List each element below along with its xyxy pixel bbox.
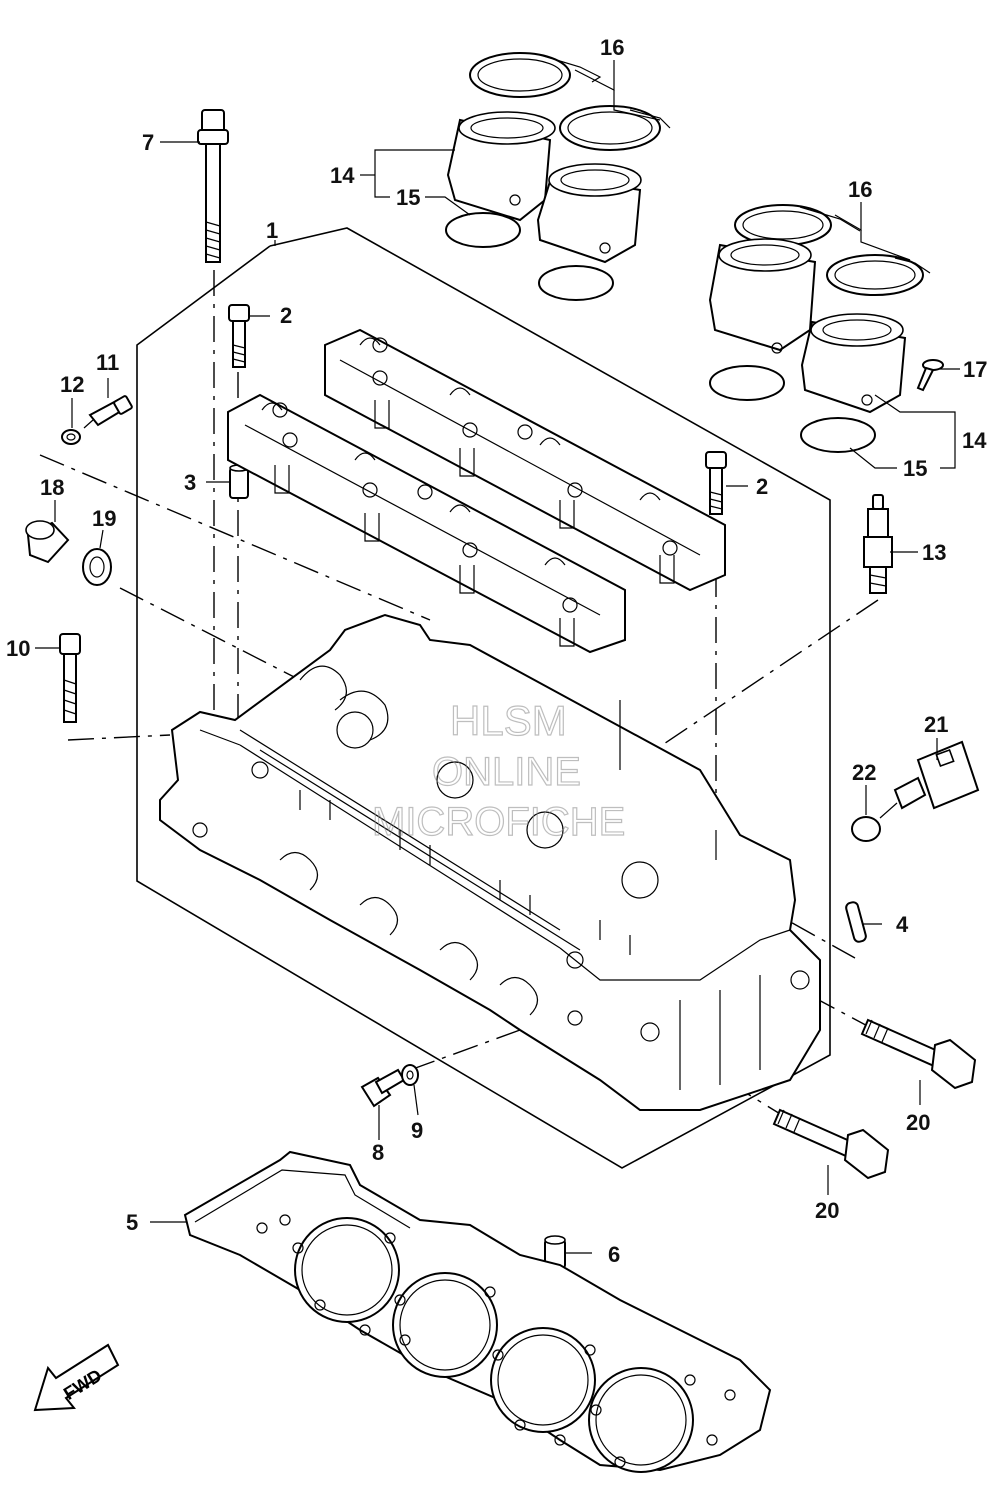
callout-15-upper: 15 [396, 185, 420, 210]
callout-16-lower: 16 [848, 177, 872, 202]
callout-2-upper: 2 [280, 303, 292, 328]
part-16-clamp-upper-right [559, 105, 671, 151]
part-14-intake-pipe-lower-left [708, 238, 817, 354]
part-20-bolt-lower [772, 1108, 890, 1180]
camshaft-holder-front [227, 393, 626, 654]
callout-14-lower: 14 [962, 428, 987, 453]
callout-18: 18 [40, 475, 64, 500]
part-13-spark-plug [863, 494, 893, 594]
leader-lines [35, 60, 960, 1254]
part-2-bolt-right [705, 451, 727, 515]
callout-labels: 1 2 2 3 4 5 6 7 8 9 10 11 12 13 14 14 15… [6, 35, 987, 1267]
part-8-bolt [360, 1068, 406, 1108]
part-22-oring [851, 816, 881, 842]
callout-2-lower: 2 [756, 474, 768, 499]
watermark: HLSM ONLINE MICROFICHE [371, 696, 626, 844]
callout-5: 5 [126, 1210, 138, 1235]
callout-13: 13 [922, 540, 946, 565]
assembly-frame [136, 227, 831, 1169]
part-6-dowel [544, 1235, 566, 1269]
part-19-washer [82, 548, 112, 586]
part-7-bolt [197, 109, 229, 263]
callout-3: 3 [184, 470, 196, 495]
callout-7: 7 [142, 130, 154, 155]
part-21-sensor [879, 740, 980, 819]
watermark-line3: MICROFICHE [372, 800, 625, 844]
part-14-intake-pipe-upper-right [536, 163, 642, 264]
callout-20-upper: 20 [906, 1110, 930, 1135]
part-16-clamp-lower-left [734, 204, 861, 246]
part-16-clamp-upper-left [469, 52, 602, 98]
part-17-screw [916, 359, 944, 392]
callout-14-upper: 14 [330, 163, 355, 188]
part-14-intake-pipe-upper-left [446, 111, 556, 222]
callout-15-lower: 15 [903, 456, 927, 481]
part-2-bolt-left [228, 304, 250, 368]
callout-17: 17 [963, 357, 987, 382]
callout-6: 6 [608, 1242, 620, 1267]
callout-19: 19 [92, 506, 116, 531]
callout-1: 1 [266, 218, 278, 243]
part-12-washer [61, 429, 81, 445]
callout-4: 4 [896, 912, 909, 937]
part-9-washer [401, 1064, 419, 1086]
callout-12: 12 [60, 372, 84, 397]
part-10-bolt [59, 633, 81, 723]
callout-21: 21 [924, 712, 948, 737]
callout-16-upper: 16 [600, 35, 624, 60]
part-15-oring-upper-left [445, 212, 521, 248]
callout-9: 9 [411, 1118, 423, 1143]
part-16-clamp-lower-right [826, 254, 931, 296]
part-15-oring-lower-left [709, 365, 785, 401]
part-15-oring-lower-right [800, 417, 876, 453]
watermark-line1: HLSM [450, 697, 567, 744]
cylinder-head [159, 613, 821, 1111]
part-20-bolt-upper [860, 1018, 977, 1090]
part-5-head-gasket [183, 1150, 772, 1473]
callout-8: 8 [372, 1140, 384, 1165]
callout-20-lower: 20 [815, 1198, 839, 1223]
part-18-plug [25, 520, 70, 564]
watermark-line2: ONLINE [432, 750, 581, 794]
camshaft-holder-rear [324, 328, 726, 592]
part-14-intake-pipe-lower-right [800, 313, 907, 414]
callout-22: 22 [852, 760, 876, 785]
fwd-arrow-icon: FWD [33, 1343, 120, 1412]
part-11-fitting [83, 395, 133, 429]
callout-10: 10 [6, 636, 30, 661]
part-4-pin [845, 901, 867, 943]
callout-11: 11 [96, 350, 119, 375]
part-15-oring-upper-right [538, 265, 614, 301]
